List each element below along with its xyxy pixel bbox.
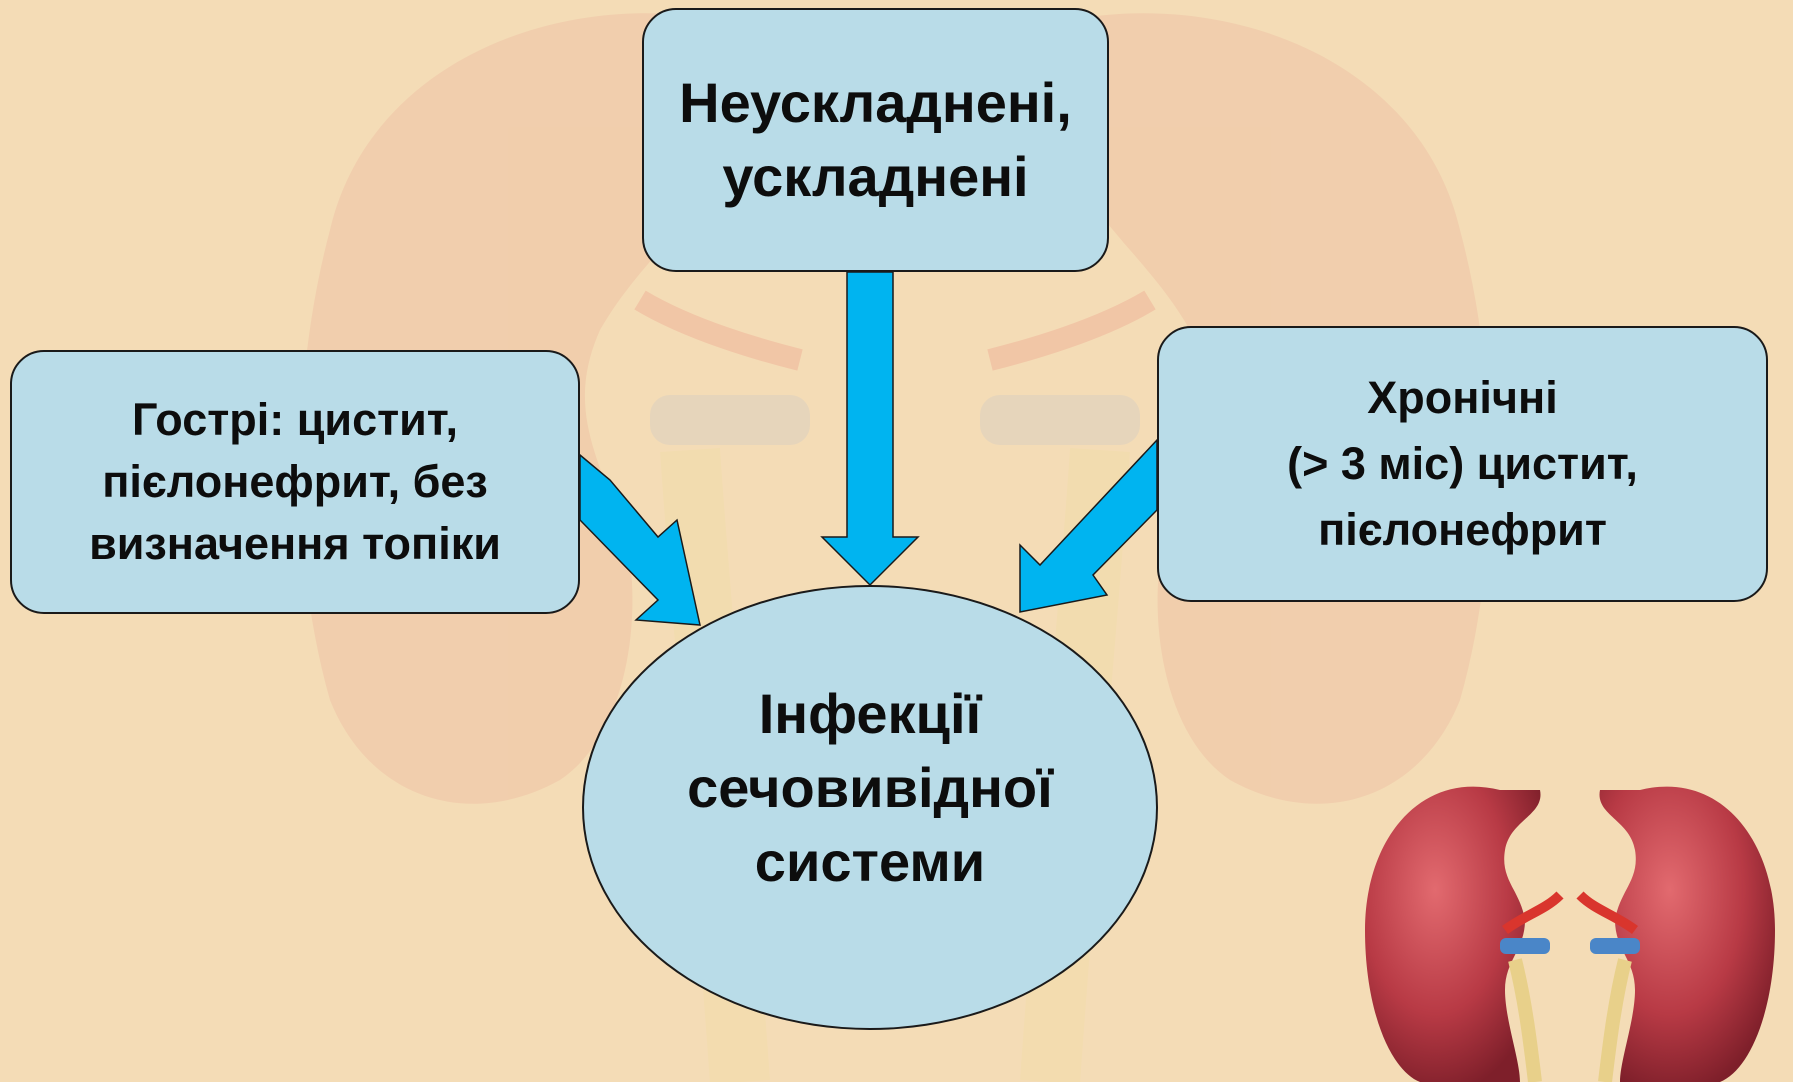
box-chronic: Хронічні (> 3 міс) цистит, пієлонефрит (1157, 326, 1768, 602)
center-ellipse: Інфекції сечовивідної системи (582, 585, 1158, 1030)
center-label: Інфекції сечовивідної системи (687, 677, 1053, 899)
box-right-label: Хронічні (> 3 міс) цистит, пієлонефрит (1287, 365, 1638, 563)
box-top-label: Неускладнені, ускладнені (679, 66, 1072, 214)
box-left-label: Гострі: цистит, пієлонефрит, без визначе… (89, 389, 501, 575)
box-acute: Гострі: цистит, пієлонефрит, без визначе… (10, 350, 580, 614)
box-complication-type: Неускладнені, ускладнені (642, 8, 1109, 272)
